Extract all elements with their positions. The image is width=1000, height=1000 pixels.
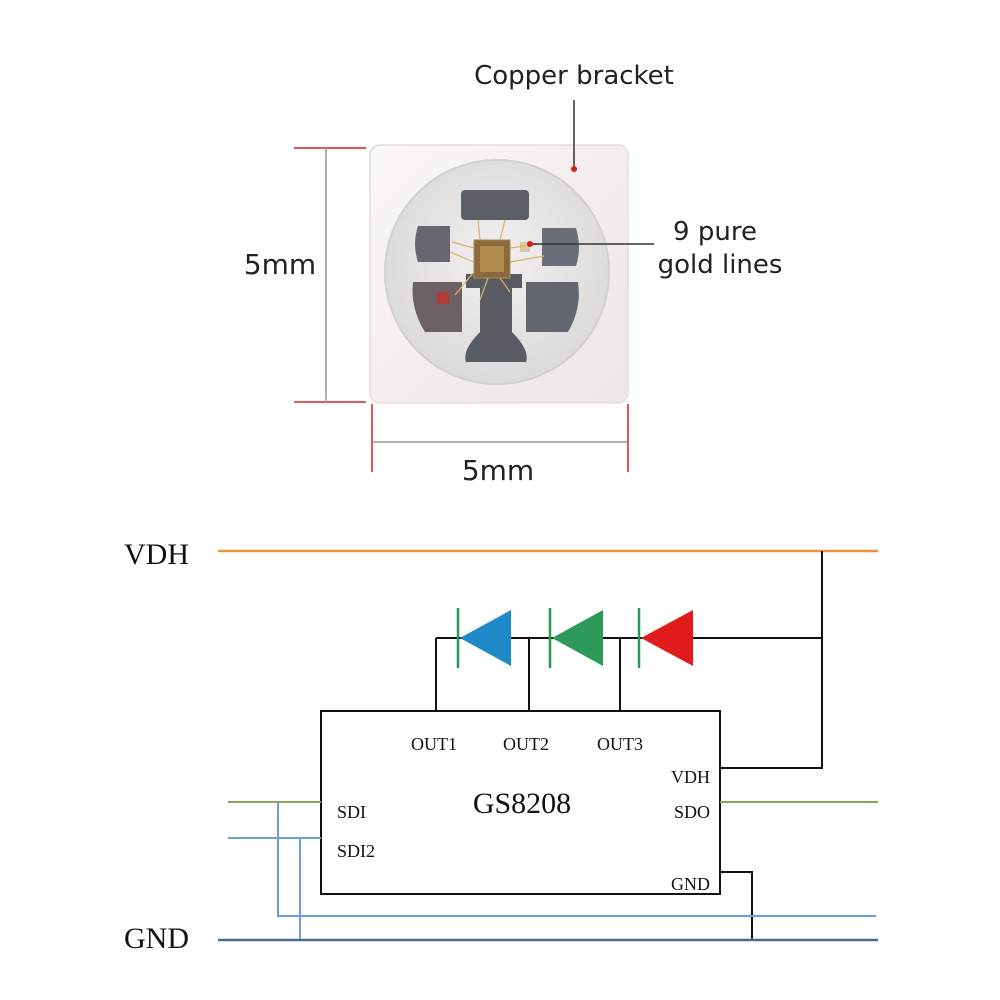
gold-lines-dot (527, 241, 533, 247)
dim-height-label: 5mm (244, 248, 316, 281)
wire-sdi2-bypass (277, 802, 876, 917)
gold-wires (449, 219, 545, 301)
pin-gnd: GND (671, 874, 710, 894)
pin-sdi2: SDI2 (337, 841, 375, 861)
wire-gnd-to-rail (720, 871, 753, 940)
pad-left-top (415, 226, 450, 262)
gold-lines-label-1: 9 pure (673, 217, 757, 247)
gs8208-chip (320, 710, 721, 895)
pad-right-top (542, 228, 579, 266)
pin-sdo: SDO (674, 802, 710, 822)
led-die-red (437, 292, 449, 304)
pad-bottom-center (465, 274, 527, 362)
rail-gnd-label: GND (124, 922, 189, 955)
pin-sdi: SDI (337, 802, 366, 822)
rail-vdh-label: VDH (124, 538, 189, 571)
diode-red (637, 608, 693, 668)
gold-lines-label-2: gold lines (658, 250, 783, 280)
pin-out3: OUT3 (597, 734, 643, 754)
pin-out1: OUT1 (411, 734, 457, 754)
pin-vdh: VDH (671, 767, 710, 787)
dim-width-label: 5mm (462, 454, 534, 487)
diode-blue (456, 608, 511, 668)
chip-name: GS8208 (473, 787, 571, 820)
wire-vdh-to-chip (720, 551, 823, 769)
chip-die-core (480, 246, 504, 272)
pad-right-bottom (526, 282, 579, 332)
copper-bracket-dot (571, 166, 577, 172)
led-die-1 (520, 242, 530, 252)
pad-top (461, 190, 529, 220)
pad-left-bottom (412, 282, 462, 332)
copper-bracket-label: Copper bracket (474, 61, 674, 91)
led-package (369, 144, 629, 404)
pin-out2: OUT2 (503, 734, 549, 754)
diode-green (548, 608, 603, 668)
